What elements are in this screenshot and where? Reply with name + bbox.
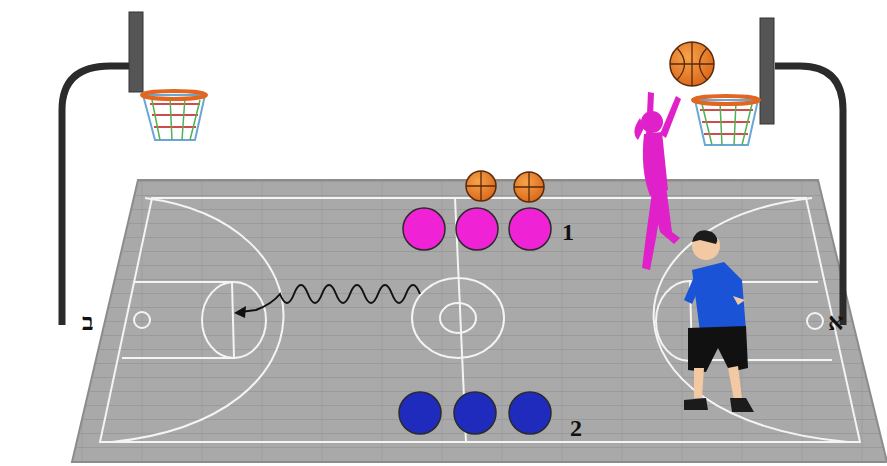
basket-letter: א <box>828 310 843 334</box>
basket-letter: ב <box>82 310 94 334</box>
team-number: 1 <box>562 220 574 244</box>
team-number: 2 <box>570 416 582 440</box>
